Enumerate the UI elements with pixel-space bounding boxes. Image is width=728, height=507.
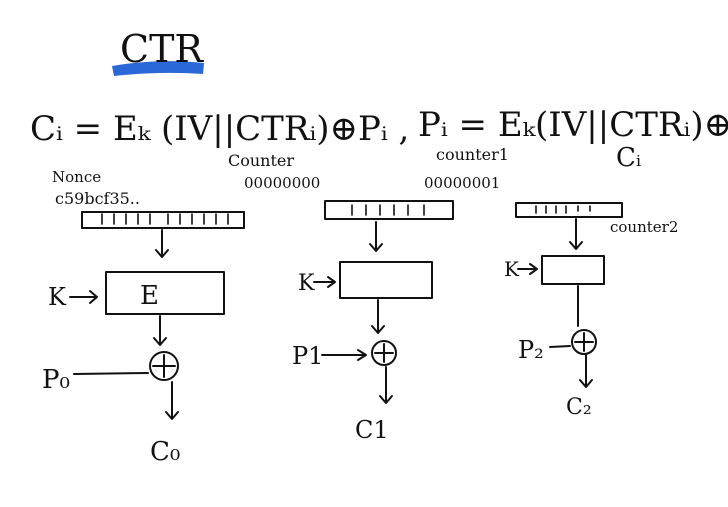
plaintext-label: P1: [292, 342, 323, 370]
arrow-down-icon: [379, 366, 393, 404]
plaintext-label: P₂: [518, 336, 544, 364]
counter-value: 00000001: [424, 174, 500, 192]
encrypt-box: [339, 261, 433, 299]
nonce-value: c59bcf35..: [55, 189, 140, 208]
register-ticks: [351, 204, 425, 216]
arrow-down-icon: [369, 221, 383, 252]
counter2-label: counter2: [610, 218, 678, 236]
ctr-block-0: Nonce c59bcf35.. K E P₀ C₀: [42, 168, 245, 467]
arrow-down-icon: [153, 315, 167, 346]
input-register: [81, 211, 245, 229]
register-ticks: [535, 205, 591, 214]
formula-left: Cᵢ = Eₖ (IV||CTRᵢ)⊕Pᵢ ,: [30, 109, 409, 149]
encrypt-box: [541, 255, 605, 285]
plaintext-label: P₀: [42, 365, 70, 395]
counter-label: counter1: [436, 145, 509, 164]
plaintext-line: [73, 372, 149, 375]
encrypt-box: [105, 271, 225, 315]
page-title: CTR: [120, 27, 204, 71]
ciphertext-label: C₂: [566, 395, 592, 420]
arrow-down-icon: [155, 229, 169, 258]
nonce-label: Nonce: [52, 168, 101, 186]
arrow-down-icon: [569, 218, 583, 250]
arrow-right-icon: [517, 263, 538, 275]
arrow-right-icon: [69, 290, 98, 304]
formula-line: Cᵢ = Eₖ (IV||CTRᵢ)⊕Pᵢ , Pᵢ = Eₖ(IV||CTRᵢ…: [30, 105, 728, 173]
register-ticks: [101, 213, 229, 225]
input-register: [324, 200, 454, 220]
arrow-right-icon: [313, 276, 336, 288]
key-label: K: [48, 283, 67, 311]
xor-icon: [571, 329, 597, 355]
formula-right: Pᵢ = Eₖ(IV||CTRᵢ)⊕: [418, 105, 728, 145]
formula-tail: Cᵢ: [616, 143, 641, 173]
xor-icon: [149, 351, 179, 381]
arrow-down-icon: [579, 354, 593, 388]
encrypt-label: E: [140, 281, 159, 311]
key-label: K: [504, 257, 520, 281]
plaintext-line: [321, 349, 367, 361]
ciphertext-label: C₀: [150, 437, 180, 467]
xor-icon: [371, 340, 397, 366]
key-label: K: [298, 271, 315, 296]
title-group: CTR: [112, 27, 204, 76]
plaintext-line: [549, 345, 571, 348]
ctr-block-2: counter1 00000001 counter2 K P₂ C₂: [424, 145, 678, 420]
input-register: [515, 202, 623, 218]
counter-label: Counter: [228, 151, 294, 170]
ctr-block-1: Counter 00000000 K P1 C1: [228, 151, 454, 444]
ciphertext-label: C1: [355, 416, 389, 444]
counter-value: 00000000: [244, 174, 320, 192]
arrow-down-icon: [371, 299, 385, 334]
title-highlight: [112, 61, 204, 76]
arrow-down-icon: [165, 381, 179, 420]
